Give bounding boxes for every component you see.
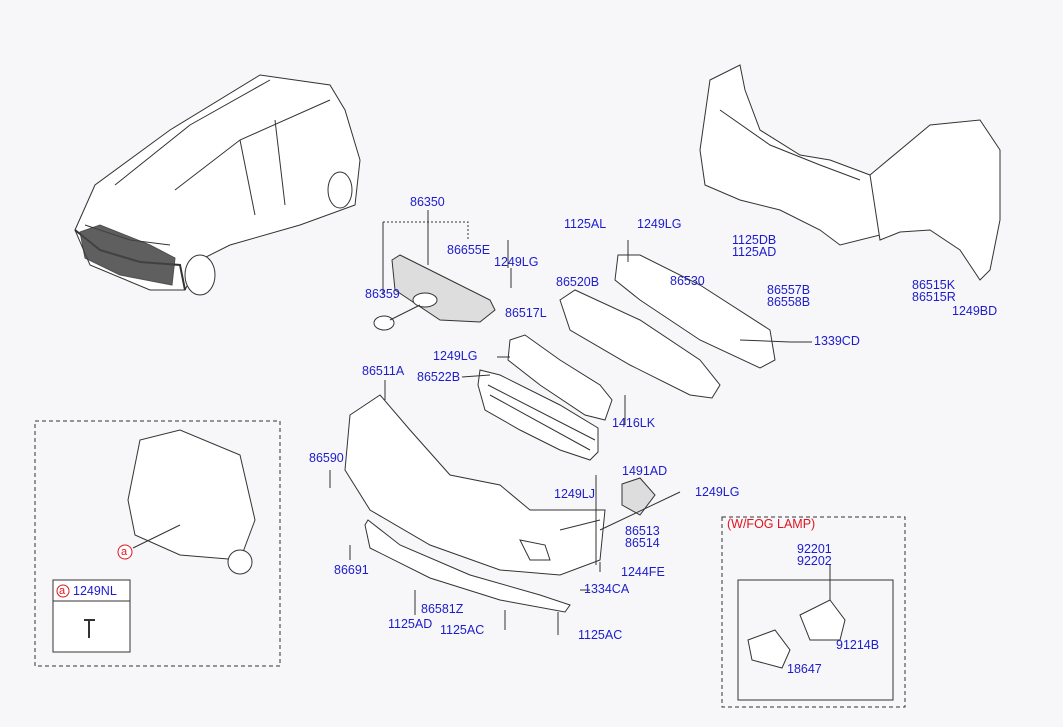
part-label-86581Z: 86581Z — [421, 602, 464, 616]
part-label-86522B: 86522B — [417, 370, 461, 384]
part-label-86655E: 86655E — [447, 243, 491, 257]
part-label-1244FE: 1244FE — [621, 565, 665, 579]
part-label-92202: 92202 — [797, 554, 832, 568]
part-label-1125DB: 1125DB — [732, 233, 777, 247]
part-label-86350: 86350 — [410, 195, 445, 209]
part-label-86520B: 86520B — [556, 275, 600, 289]
part-label-1491AD: 1491AD — [622, 464, 668, 478]
part-label-86513: 86513 — [625, 524, 660, 538]
part-label-1334CA: 1334CA — [584, 582, 630, 596]
fog-lamp-box — [721, 516, 906, 708]
part-label-1249NL: 1249NL — [73, 584, 117, 598]
part-label-1125AC: 1125AC — [578, 628, 623, 642]
part-label-86515R: 86515R — [912, 290, 956, 304]
part-label-86557B: 86557B — [767, 283, 811, 297]
part-label-1125AD: 1125AD — [732, 245, 777, 259]
inset-marker: a — [121, 546, 128, 558]
front-panel-and-fender — [699, 64, 1001, 281]
part-label-86530: 86530 — [670, 274, 705, 288]
rear-inset — [34, 420, 281, 667]
part-label-1125AC: 1125AC — [440, 623, 485, 637]
fog-lamp-title: (W/FOG LAMP) — [727, 517, 816, 531]
part-label-1249LJ: 1249LJ — [554, 487, 596, 501]
bumper-cover — [344, 394, 656, 613]
part-label-86515K: 86515K — [912, 278, 956, 292]
part-label-86558B: 86558B — [767, 295, 811, 309]
energy-absorber — [559, 289, 721, 399]
part-label-86511A: 86511A — [362, 364, 405, 378]
radiator-grille — [373, 210, 496, 331]
part-label-92201: 92201 — [797, 542, 832, 556]
part-label-1249LG: 1249LG — [433, 349, 478, 363]
part-label-1125AD: 1125AD — [388, 617, 433, 631]
part-label-18647: 18647 — [787, 662, 822, 676]
part-label-1249LG: 1249LG — [695, 485, 740, 499]
part-label-1249LG: 1249LG — [494, 255, 539, 269]
part-label-1125AL: 1125AL — [564, 217, 607, 231]
part-label-86359: 86359 — [365, 287, 400, 301]
bumper-beam — [614, 240, 791, 369]
bumper-bracket — [507, 334, 613, 421]
lower-grille — [477, 369, 599, 461]
part-label-86514: 86514 — [625, 536, 660, 550]
part-label-1249BD: 1249BD — [952, 304, 998, 318]
leader-lines — [329, 240, 812, 635]
inset-box-marker: a — [59, 585, 66, 597]
car-front-view — [74, 74, 361, 296]
part-label-91214B: 91214B — [836, 638, 880, 652]
part-label-86691: 86691 — [334, 563, 369, 577]
part-label-86517L: 86517L — [505, 306, 547, 320]
part-label-1249LG: 1249LG — [637, 217, 682, 231]
part-label-1339CD: 1339CD — [814, 334, 860, 348]
part-label-1416LK: 1416LK — [612, 416, 656, 430]
part-label-86590: 86590 — [309, 451, 344, 465]
